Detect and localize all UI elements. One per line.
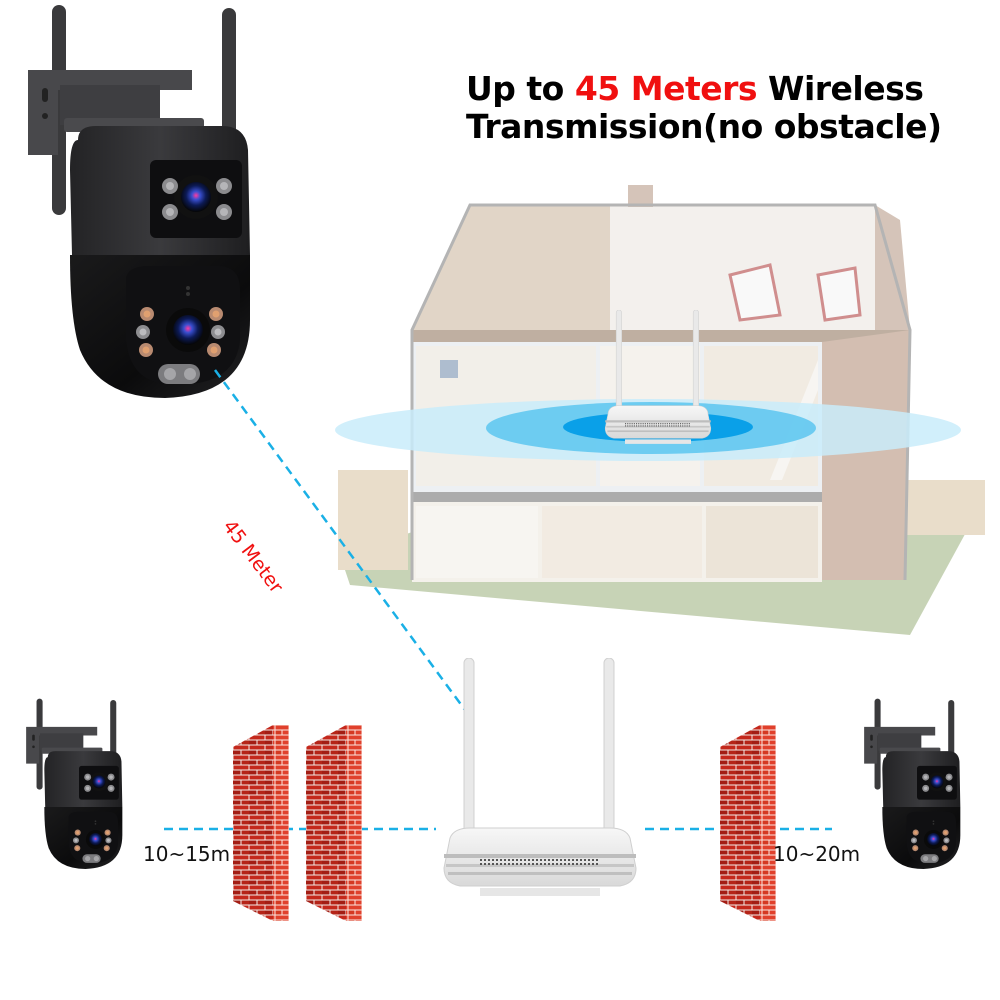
right-distance-label: 10~20m <box>773 842 861 866</box>
headline-suffix: Wireless <box>757 69 924 108</box>
headline-highlight: 45 Meters <box>574 69 758 108</box>
left-camera-icon <box>14 685 144 890</box>
left-distance-label: 10~15m <box>143 842 231 866</box>
headline-line-2: Transmission(no obstacle) <box>466 107 942 146</box>
brick-wall-icon <box>306 725 362 925</box>
headline-line-1: Up to 45 Meters Wireless <box>466 70 942 108</box>
brick-wall-icon <box>233 725 289 925</box>
right-camera-icon <box>852 685 982 890</box>
headline: Up to 45 Meters Wireless Transmission(no… <box>466 70 942 146</box>
brick-wall-icon <box>720 725 776 925</box>
headline-prefix: Up to <box>466 69 575 108</box>
